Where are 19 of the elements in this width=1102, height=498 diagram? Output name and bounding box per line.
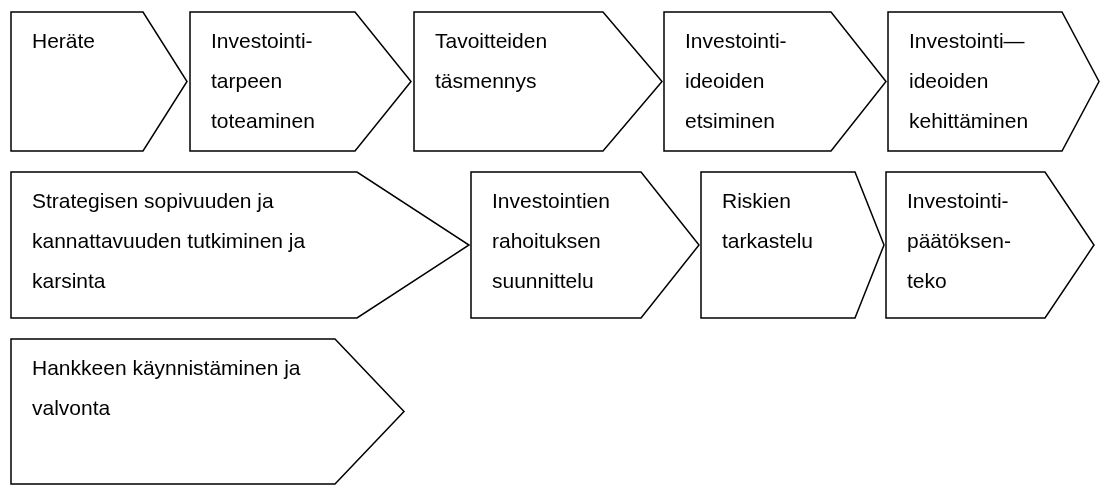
step-label: Heräte [32,28,97,54]
step-label: Tavoitteiden täsmennys [435,28,549,94]
chevron-step [470,171,700,319]
step-label: Investointi- päätöksen- teko [907,188,1012,294]
step-label: Investointi- tarpeen toteaminen [211,28,316,134]
step-label: Investointi— ideoiden kehittäminen [909,28,1030,134]
chevron-step [700,171,885,319]
step-label: Riskien tarkastelu [722,188,815,254]
step-label: Investointien rahoituksen suunnittelu [492,188,611,294]
chevron-step [413,11,663,152]
chevron-step [885,171,1095,319]
step-label: Hankkeen käynnistäminen ja valvonta [32,355,302,421]
chevron-step [189,11,412,152]
chevron-step [663,11,887,152]
step-label: Investointi- ideoiden etsiminen [685,28,788,134]
chevron-step [10,11,188,152]
chevron-step [10,338,405,485]
chevron-step [887,11,1100,152]
step-label: Strategisen sopivuuden ja kannattavuuden tutkiminen ja karsinta [32,188,307,294]
